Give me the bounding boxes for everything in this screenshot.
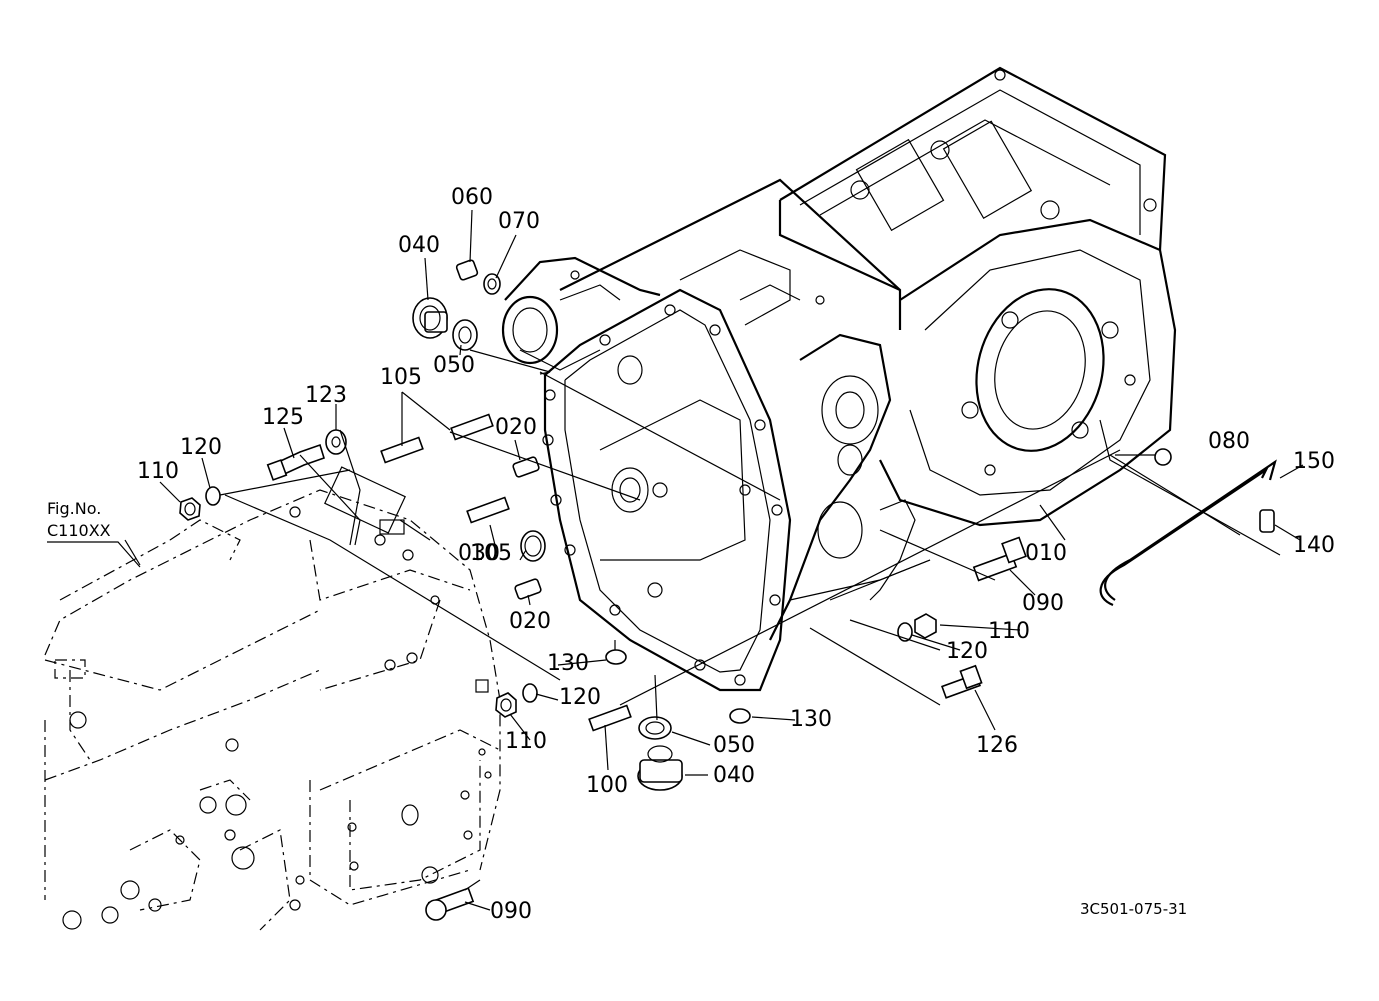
callout-090: 090 [1022,591,1064,616]
callout-030: 030 [458,541,500,566]
callout-080: 080 [1208,429,1250,454]
callout-130: 130 [547,651,589,676]
callout-020-lower: 020 [509,609,551,634]
leader-lines [124,209,1304,911]
callout-090-bottom: 090 [490,899,532,924]
callout-040-lower: 040 [713,763,755,788]
figure-ref-line2: C110XX [47,521,111,540]
callout-110: 110 [137,459,179,484]
callout-126: 126 [976,733,1018,758]
callout-105: 105 [380,365,422,390]
callout-060: 060 [451,185,493,210]
callout-020: 020 [495,415,537,440]
callout-120: 120 [180,435,222,460]
callout-050: 050 [433,353,475,378]
adjacent-housing-dashed [44,466,501,931]
callout-130-right: 130 [790,707,832,732]
small-parts [179,259,1277,921]
callout-labels: 060 070 040 050 105 123 125 120 110 020 … [47,185,1335,924]
callout-120-right: 120 [946,639,988,664]
callout-140: 140 [1293,533,1335,558]
callout-010: 010 [1025,541,1067,566]
callout-150: 150 [1293,449,1335,474]
callout-105-lower: 105 [470,541,512,566]
figure-ref-line1: Fig.No. [47,499,101,518]
callout-120-lower: 120 [559,685,601,710]
callout-110-lower: 110 [505,729,547,754]
callout-050-lower: 050 [713,733,755,758]
transmission-case-drawing [501,66,1177,692]
callout-070: 070 [498,209,540,234]
drawing-number: 3C501-075-31 [1080,900,1187,918]
callout-100: 100 [586,773,628,798]
callout-125: 125 [262,405,304,430]
callout-040: 040 [398,233,440,258]
callout-110-right: 110 [988,619,1030,644]
callout-123: 123 [305,383,347,408]
